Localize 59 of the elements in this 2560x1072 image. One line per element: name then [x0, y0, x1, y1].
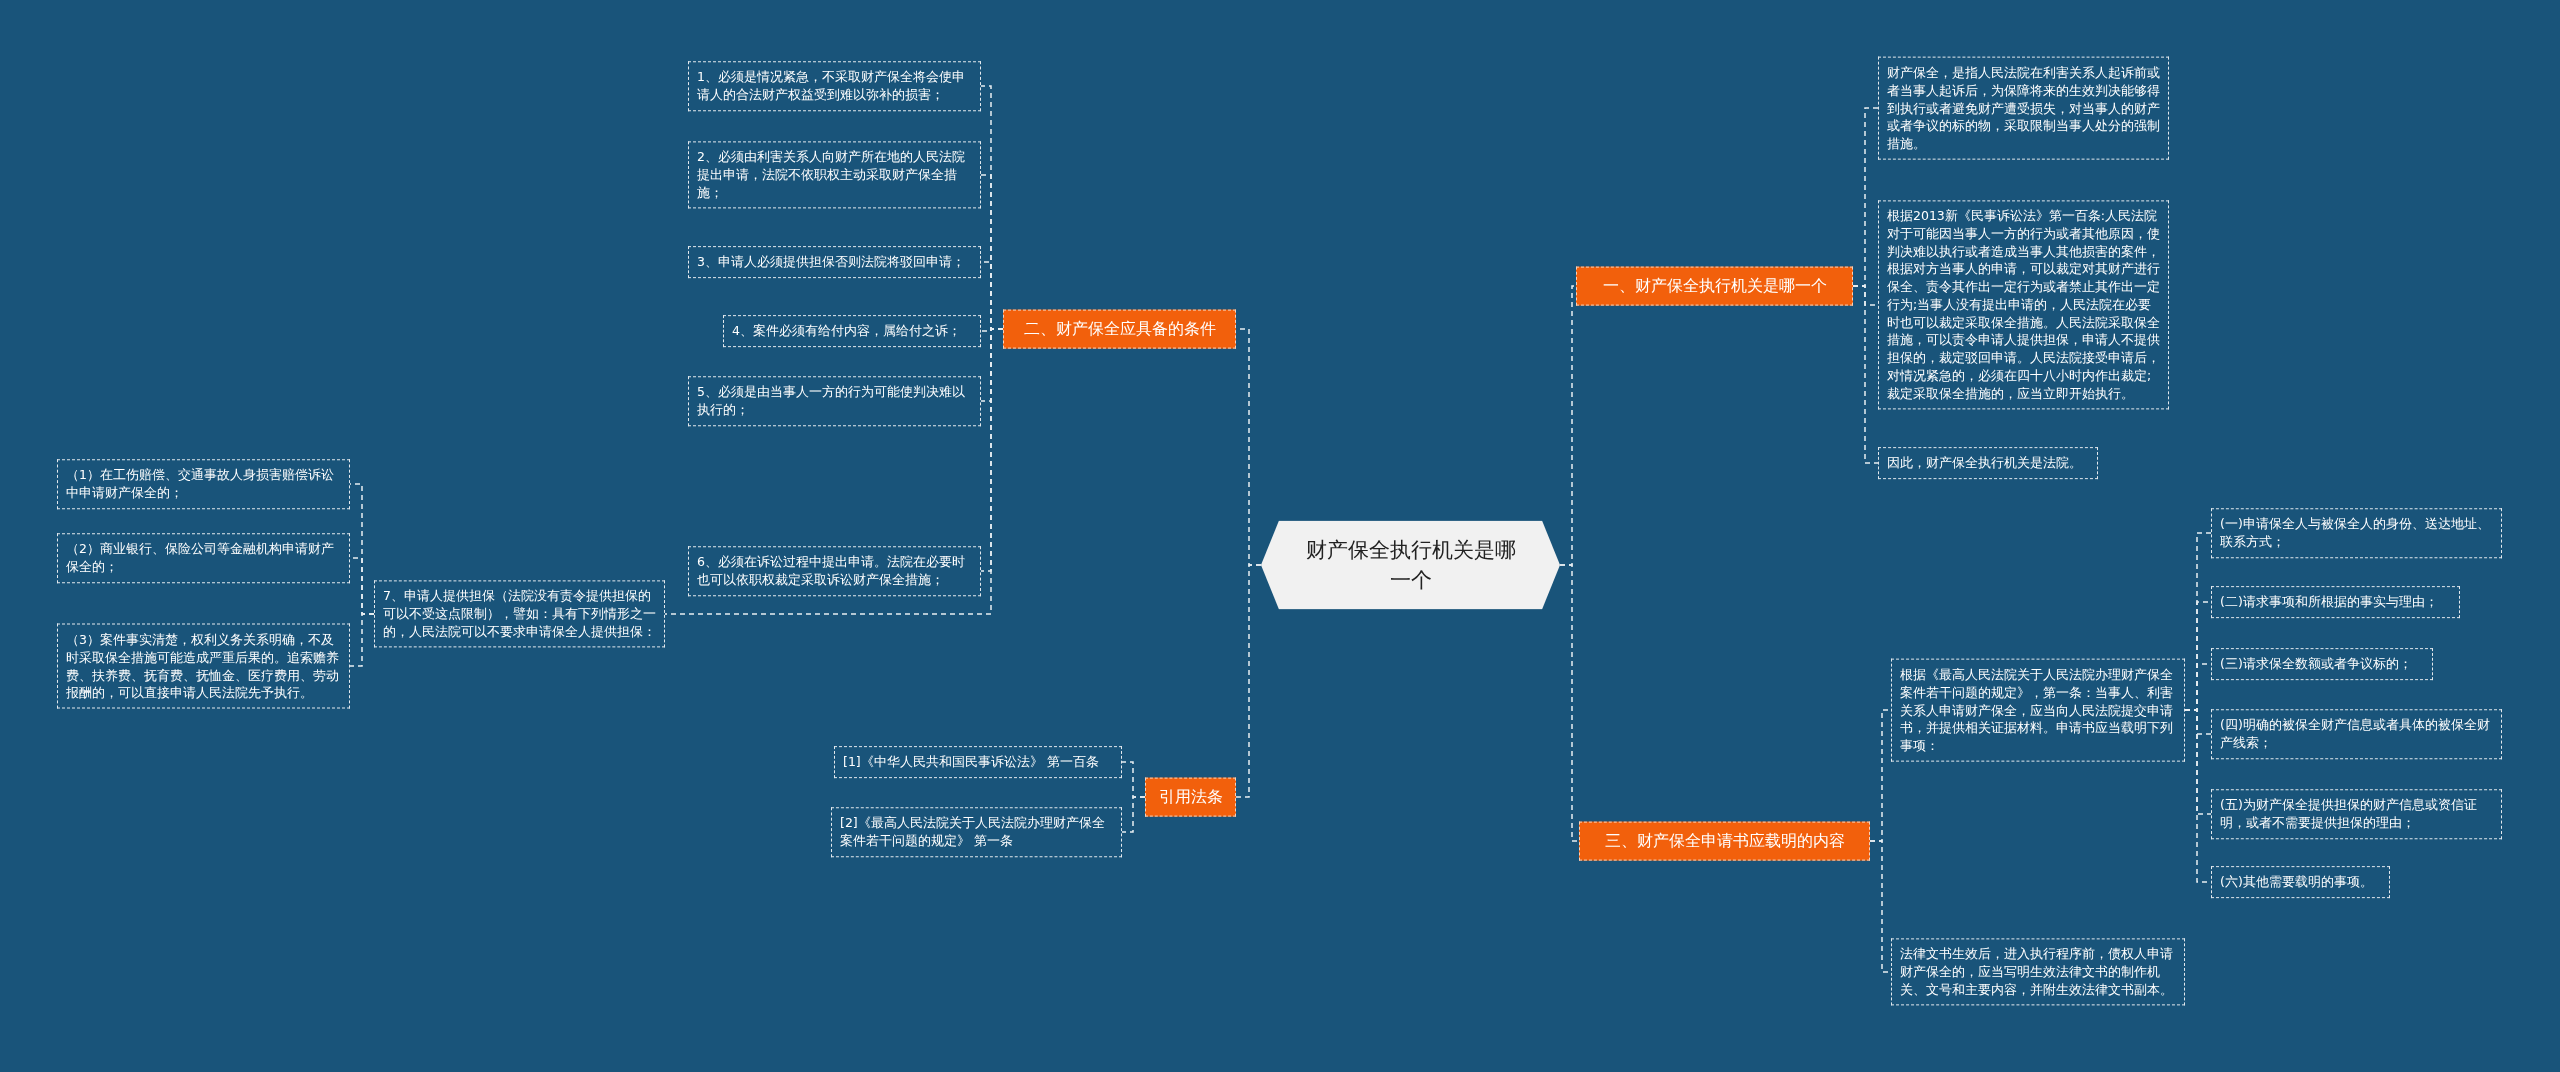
branch-box	[1576, 266, 1853, 306]
note-text: (一)申请保全人与被保全人的身份、送达地址、联系方式；	[2220, 515, 2491, 551]
note-text: 因此，财产保全执行机关是法院。	[1887, 454, 2083, 472]
note-box	[688, 141, 981, 209]
note-text: 5、必须是由当事人一方的行为可能使判决难以执行的；	[697, 383, 966, 419]
branch-box	[1003, 309, 1236, 349]
note-text: [1]《中华人民共和国民事诉讼法》 第一百条	[843, 753, 1100, 771]
note-text: 法律文书生效后，进入执行程序前，债权人申请财产保全的，应当写明生效法律文书的制作机关、文号和主要内容，并附生效法律文书副本。	[1900, 945, 2174, 999]
connector-line	[1559, 564, 1580, 842]
note-text: （3）案件事实清楚，权利义务关系明确，不及时采取保全措施可能造成严重后果的。追索赡养费、扶养费、抚育费、抚恤金、医疗费用、劳动报酬的，可以直接申请人民法院先予执行。	[66, 630, 340, 702]
note-box	[834, 746, 1122, 778]
note-box	[1878, 56, 2169, 160]
note-box	[57, 623, 350, 709]
note-box	[688, 376, 981, 426]
note-box	[2211, 866, 2390, 898]
branch-box	[1579, 821, 1870, 861]
note-text: （1）在工伤赔偿、交通事故人身损害赔偿诉讼中申请财产保全的；	[66, 466, 335, 502]
note-box	[723, 315, 981, 347]
note-box	[2211, 789, 2502, 839]
note-box	[688, 61, 981, 111]
note-box	[2211, 709, 2502, 759]
note-box	[57, 533, 350, 583]
note-box	[2211, 648, 2433, 680]
connector-line	[1852, 285, 1879, 464]
note-text: 财产保全，是指人民法院在利害关系人起诉前或者当事人起诉后，为保障将来的生效判决能够得到执行或者避免财产遭受损失，对当事人的财产或者争议的标的物，采取限制当事人处分的强制措施。	[1887, 63, 2160, 153]
note-box	[1891, 938, 2185, 1006]
note-text: 3、申请人必须提供担保否则法院将驳回申请；	[697, 253, 966, 271]
note-text: (四)明确的被保全财产信息或者具体的被保全财产线索；	[2220, 716, 2491, 752]
note-box	[2211, 508, 2502, 558]
note-box	[688, 246, 981, 278]
branch-label: 三、财产保全申请书应载明的内容	[1603, 830, 1846, 852]
note-text: (六)其他需要载明的事项。	[2220, 873, 2374, 891]
note-box	[1878, 447, 2098, 479]
branch-label: 一、财产保全执行机关是哪一个	[1601, 275, 1828, 297]
note-box	[2211, 586, 2460, 618]
connector-line	[1121, 796, 1146, 833]
note-box	[831, 807, 1122, 857]
branch-box	[1145, 777, 1236, 817]
connector-line	[349, 613, 375, 667]
note-text: （2）商业银行、保险公司等金融机构申请财产保全的；	[66, 540, 335, 576]
note-box	[688, 546, 981, 596]
note-box	[374, 580, 665, 648]
branch-label: 二、财产保全应具备的条件	[1022, 318, 1217, 340]
note-text: 根据《最高人民法院关于人民法院办理财产保全案件若干问题的规定》，第一条：当事人、利害关系人申请财产保全，应当向人民法院提交申请书，并提供相关证据材料。申请书应当载明下列事项：	[1900, 665, 2174, 755]
note-text: 7、申请人提供担保（法院没有责令提供担保的可以不受这点限制），譬如：具有下列情形之一的，人民法院可以不要求申请保全人提供担保：	[383, 587, 656, 641]
note-box	[57, 459, 350, 509]
central-topic-text: 财产保全执行机关是哪一个	[1304, 536, 1517, 594]
note-box	[1891, 658, 2185, 762]
note-text: 2、必须由利害关系人向财产所在地的人民法院提出申请，法院不依职权主动采取财产保全措施；	[697, 148, 966, 202]
connector-line	[1235, 564, 1262, 798]
note-text: (二)请求事项和所根据的事实与理由；	[2220, 593, 2439, 611]
note-text: 1、必须是情况紧急，不采取财产保全将会使申请人的合法财产权益受到难以弥补的损害；	[697, 68, 966, 104]
note-text: (五)为财产保全提供担保的财产信息或资信证明，或者不需要提供担保的理由；	[2220, 796, 2478, 832]
note-text: [2]《最高人民法院关于人民法院办理财产保全案件若干问题的规定》 第一条	[840, 814, 1106, 850]
branch-label: 引用法条	[1157, 786, 1224, 808]
note-text: 6、必须在诉讼过程中提出申请。法院在必要时也可以依职权裁定采取诉讼财产保全措施；	[697, 553, 966, 589]
note-text: 4、案件必须有给付内容，属给付之诉；	[732, 322, 962, 340]
note-text: (三)请求保全数额或者争议标的；	[2220, 655, 2413, 673]
note-text: 根据2013新《民事诉讼法》第一百条:人民法院对于可能因当事人一方的行为或者其他原因，使判决难以执行或者造成当事人其他损害的案件，根据对方当事人的申请，可以裁定对其财产进行保全、责令其作出一定行为或者禁止其作出一定行为;当事人没有提出申请的，人民法院在必要时也可以裁定采取保全措施。人民法院采取保全措施，可以责令申请人提供担保，申请人不提供担保的，裁定驳回申请。人民法院接受申请后，对情况紧急的，必须在四十八小时内作出裁定;裁定采取保全措施的，应当立即开始执行。	[1887, 207, 2160, 403]
